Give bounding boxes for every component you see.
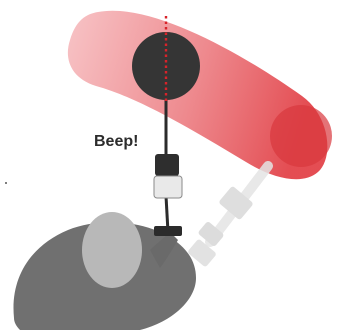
person-head bbox=[82, 212, 142, 288]
detector-control-box bbox=[155, 154, 179, 176]
detector-grip bbox=[154, 226, 182, 236]
ghost-coil bbox=[270, 105, 332, 167]
stray-dot bbox=[5, 182, 7, 184]
beep-label: Beep! bbox=[94, 133, 138, 150]
ghost-detector-arm bbox=[187, 166, 268, 268]
detector-handle bbox=[154, 176, 182, 198]
